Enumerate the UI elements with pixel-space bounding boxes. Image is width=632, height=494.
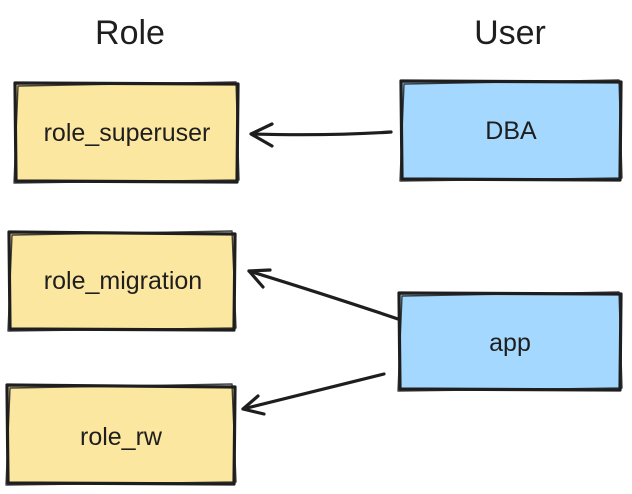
node-role-rw[interactable]: role_rw [5, 383, 237, 486]
role-column-title: Role [95, 14, 165, 52]
node-label-role-rw: role_rw [80, 423, 163, 451]
node-label-dba: DBA [485, 117, 537, 145]
node-role-superuser[interactable]: role_superuser [13, 81, 240, 184]
node-label-role-superuser: role_superuser [44, 119, 211, 147]
edge-app-to-role-migration [247, 268, 400, 321]
edge-dba-to-role-superuser [249, 122, 393, 148]
user-column-title: User [474, 14, 546, 52]
node-dba[interactable]: DBA [399, 79, 623, 182]
node-role-migration[interactable]: role_migration [7, 230, 237, 332]
node-label-role-migration: role_migration [44, 267, 202, 295]
node-app[interactable]: app [397, 291, 623, 392]
node-label-app: app [489, 329, 531, 357]
edge-app-to-role-rw [241, 372, 386, 416]
